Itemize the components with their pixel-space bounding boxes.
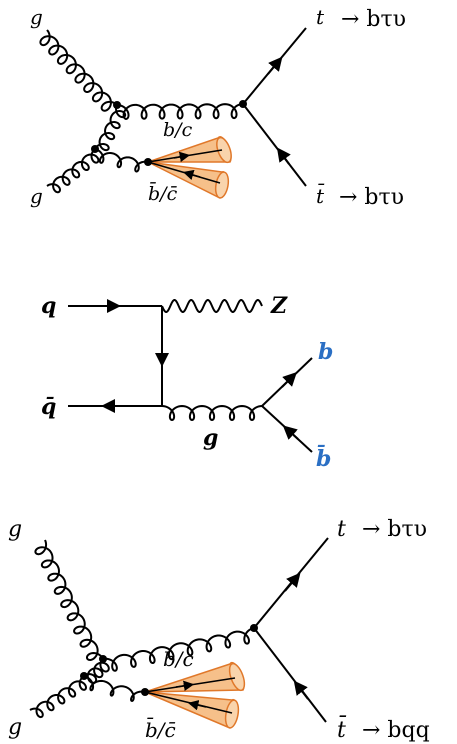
vertex [99,655,107,663]
label-g-top: g [8,517,22,542]
label-g-bottom: g [30,184,43,208]
diagram-1: g g t → bτυ t̄ → bτυ b/c b̄/c̄ [30,5,406,210]
bbar-quark-line [262,406,312,452]
label-bcbar: b̄/c̄ [148,181,178,205]
label-tbar: t̄ [337,715,347,743]
label-t: t [316,5,325,29]
antitop-quark-arrow [281,153,289,164]
vertex [144,158,152,166]
label-qbar: q̄ [41,394,56,420]
vertex [239,100,247,108]
label-g: g [203,425,218,451]
b-quark-arrow [282,377,292,387]
label-bbar: b̄ [316,444,331,472]
diagram-3: g g t → bτυ t̄ → bqq b/c b̄/c̄ [8,517,430,743]
bbar-quark-arrow [288,430,298,439]
antitop-quark-line [243,104,306,186]
gluon-incoming-bottom [47,149,98,192]
label-t-decay: → bτυ [362,517,427,542]
label-tbar-decay: → bqq [362,718,430,743]
vertex [113,101,121,109]
label-q: q [41,293,56,319]
gluon-incoming-top [35,540,103,660]
label-bc: b/c [163,647,194,671]
z-boson-line [162,300,262,312]
top-quark-arrow [268,62,278,74]
label-g-top: g [30,5,43,29]
label-t: t [337,517,346,542]
label-Z: Z [270,293,288,319]
label-t-decay: → bτυ [341,7,406,32]
gluon-to-bc-pair [84,676,145,701]
label-bc: b/c [163,119,193,141]
label-tbar-decay: → bτυ [339,185,404,210]
antitop-quark-arrow [298,686,308,699]
gluon-incoming-bottom [30,676,86,717]
label-tbar: t̄ [316,183,325,208]
vertex [80,672,88,680]
jet-cone-top [145,662,247,692]
gluon-line [162,406,262,420]
label-b: b [318,339,333,365]
diagram-2: q q̄ Z g b b̄ [41,293,333,472]
gluon-to-bc-pair [95,149,148,172]
top-quark-arrow [285,578,296,591]
gluon-propagator-bottom [95,105,125,150]
label-g-bottom: g [8,715,22,740]
vertex [91,145,99,153]
gluon-incoming-top [40,30,117,111]
gluon-propagator-bottom [84,659,109,683]
gluon-s-channel [117,104,243,119]
antitop-quark-line [254,628,326,722]
vertex [141,688,149,696]
label-bcbar: b̄/c̄ [145,717,176,742]
vertex [250,624,258,632]
